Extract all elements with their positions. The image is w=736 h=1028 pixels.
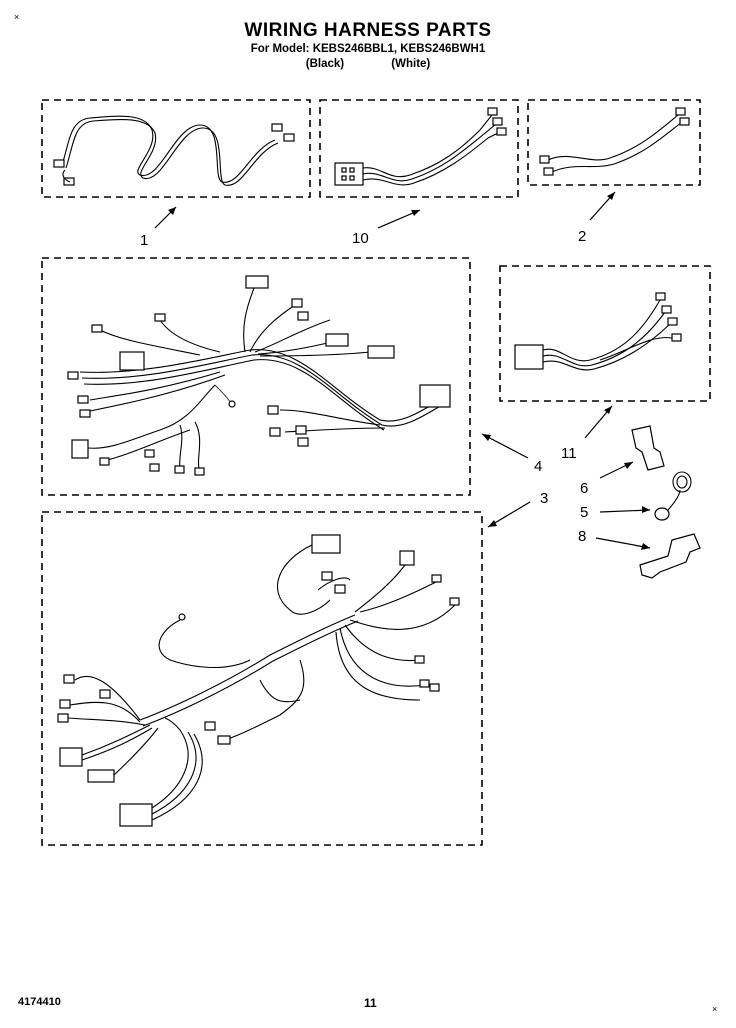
part-4-terminal	[267, 405, 279, 415]
part-10-pin	[341, 167, 347, 173]
callout-1: 1	[140, 232, 148, 249]
part-3-terminal	[59, 699, 71, 709]
part-2-harness	[527, 99, 701, 186]
part-4-terminal	[149, 463, 160, 472]
part-10-pin	[349, 175, 355, 181]
part-2-terminal	[679, 117, 690, 126]
part-10-plug	[334, 162, 364, 186]
callout-arrows	[154, 191, 651, 550]
callout-10: 10	[352, 230, 369, 247]
part-3-terminal	[429, 683, 440, 692]
part-4-terminal	[77, 395, 89, 404]
part-8-bracket	[639, 533, 701, 579]
part-3-plug	[59, 747, 83, 767]
part-4-connector	[325, 333, 349, 347]
corner-mark-top-left: ×	[14, 12, 20, 22]
part-4-terminal	[144, 449, 155, 458]
part-4-plug	[419, 384, 451, 408]
part-11-terminal	[655, 292, 666, 301]
part-3-harness	[41, 511, 483, 846]
part-3-terminal	[99, 689, 111, 699]
part-4-terminal	[269, 427, 281, 437]
color-black-label: (Black)	[305, 58, 345, 70]
part-4-terminal	[297, 437, 309, 447]
part-3-connector	[311, 534, 341, 554]
part-3-terminal	[414, 655, 425, 664]
part-11-plug	[514, 344, 544, 370]
part-4-terminal	[174, 465, 185, 474]
color-line: (Black) (White)	[0, 58, 736, 70]
part-3-plug	[119, 803, 153, 827]
page-number: 11	[364, 996, 377, 1010]
part-1-connector-c	[271, 123, 283, 132]
part-10-terminal	[487, 107, 498, 116]
part-2-box	[527, 99, 701, 186]
part-4-terminal	[79, 409, 91, 418]
part-4-connector	[119, 351, 145, 371]
model-line: For Model: KEBS246BBL1, KEBS246BWH1	[250, 43, 486, 55]
callout-11: 11	[561, 445, 577, 462]
part-4-connector	[367, 345, 395, 359]
part-3-connector	[87, 769, 115, 783]
corner-mark-bottom-right: ×	[712, 1004, 718, 1014]
part-10-terminal	[496, 127, 507, 136]
part-3-terminal	[449, 597, 460, 606]
part-4-terminal	[291, 298, 303, 308]
part-3-terminal	[334, 584, 346, 594]
part-11-terminal	[667, 317, 678, 326]
part-3-terminal	[63, 674, 75, 684]
part-4-connector	[71, 439, 89, 459]
part-11-terminal	[671, 333, 682, 342]
part-3-terminal	[321, 571, 333, 581]
part-3-terminal	[57, 713, 69, 723]
part-1-harness	[41, 99, 311, 198]
part-4-terminal	[99, 457, 110, 466]
part-3-connector	[399, 550, 415, 566]
callout-2: 2	[578, 228, 586, 245]
part-10-pin	[341, 175, 347, 181]
part-4-terminal	[67, 371, 79, 380]
part-1-box	[41, 99, 311, 198]
part-10-harness	[319, 99, 519, 198]
callout-5: 5	[580, 504, 588, 521]
part-10-pin	[349, 167, 355, 173]
part-10-box	[319, 99, 519, 198]
part-4-terminal	[154, 313, 166, 322]
part-3-terminal	[419, 679, 430, 688]
part-1-connector-a	[53, 159, 65, 168]
part-4-connector	[245, 275, 269, 289]
part-4-harness	[41, 257, 471, 496]
callout-6: 6	[580, 480, 588, 497]
part-1-connector-d	[283, 133, 295, 142]
part-3-terminal	[431, 574, 442, 583]
part-number: 4174410	[18, 996, 61, 1008]
part-4-box	[41, 257, 471, 496]
part-11-harness	[499, 265, 711, 402]
part-2-terminal	[539, 155, 550, 164]
callout-8: 8	[578, 528, 586, 545]
part-5-grommet	[654, 471, 692, 521]
part-6-clip	[631, 425, 665, 471]
callout-4: 4	[534, 458, 542, 475]
part-2-terminal	[675, 107, 686, 116]
part-4-terminal	[91, 324, 103, 333]
part-3-terminal	[217, 735, 231, 745]
part-4-terminal	[295, 425, 307, 435]
color-white-label: (White)	[391, 58, 431, 70]
callout-3: 3	[540, 490, 548, 507]
part-4-terminal	[297, 311, 309, 321]
part-10-terminal	[492, 117, 503, 126]
part-4-terminal	[194, 467, 205, 476]
part-2-terminal	[543, 167, 554, 176]
part-3-terminal	[204, 721, 216, 731]
part-3-ring-terminal	[178, 613, 186, 621]
part-3-box	[41, 511, 483, 846]
page-title: WIRING HARNESS PARTS	[244, 20, 492, 41]
part-11-box	[499, 265, 711, 402]
part-11-terminal	[661, 305, 672, 314]
part-4-ring-terminal	[228, 400, 236, 408]
